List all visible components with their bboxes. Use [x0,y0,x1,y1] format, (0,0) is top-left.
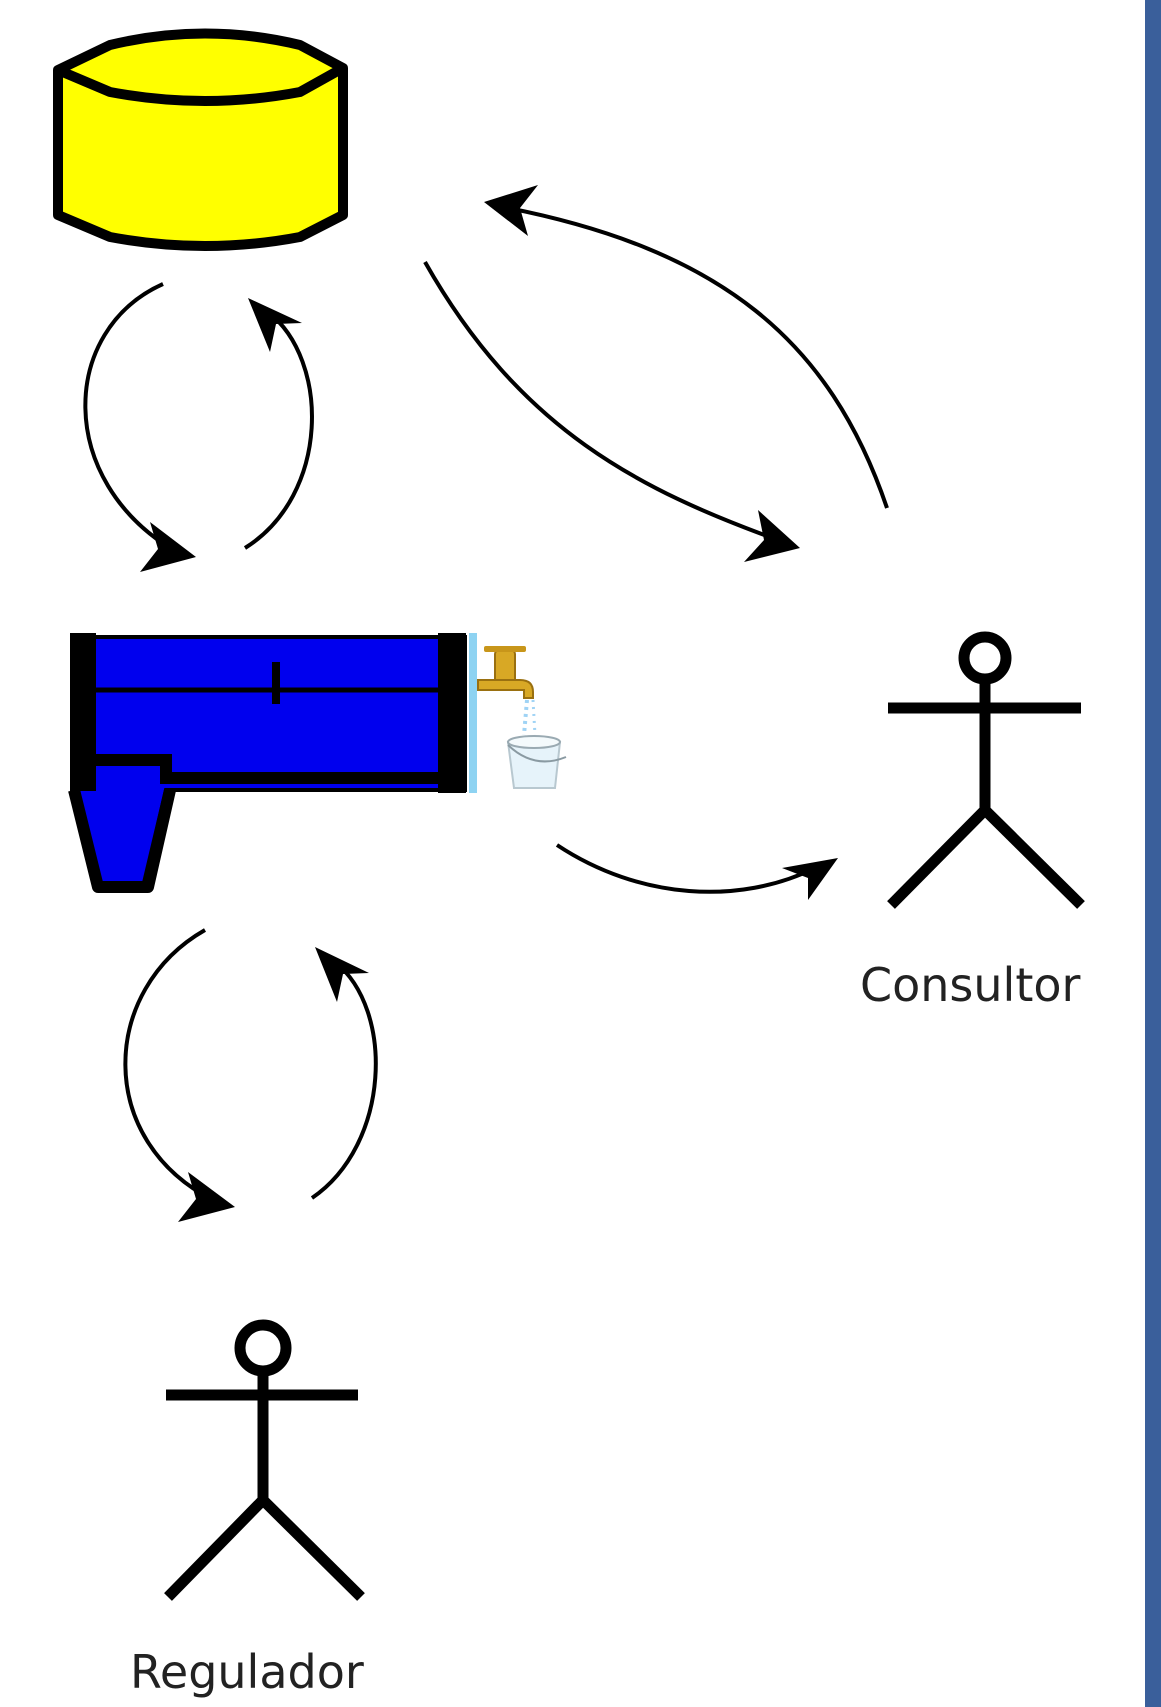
regulador-actor-icon [164,1319,365,1601]
right-border-bar [1145,0,1161,1707]
consultor-actor-icon [887,631,1085,909]
db-to-consultor-arrow [423,261,800,562]
consultor-to-db-arrow [484,185,889,509]
database-icon [53,28,348,251]
bucket-icon [506,735,567,789]
tank-to-regulador-arrow [123,928,235,1222]
consultor-label: Consultor [860,958,1081,1012]
tank-to-db-arrow [243,298,314,550]
db-to-tank-arrow [83,282,196,572]
regulador-label: Regulador [130,1645,364,1699]
tank-to-consultor-arrow [555,843,838,900]
water-tank-icon [68,633,477,893]
regulador-to-tank-arrow [310,947,378,1200]
faucet-icon [477,646,537,736]
